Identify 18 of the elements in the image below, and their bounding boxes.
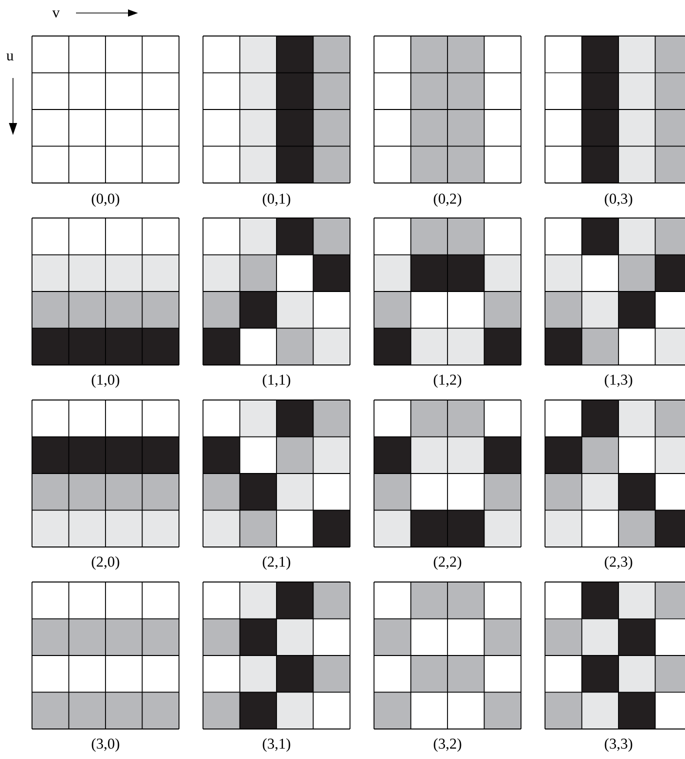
image-caption: (1,2) — [434, 374, 462, 388]
image-caption: (2,2) — [434, 556, 462, 570]
image-caption: (2,3) — [604, 556, 632, 570]
image-caption: (2,0) — [92, 556, 120, 570]
axis-label: v — [52, 10, 60, 18]
image-caption: (1,1) — [262, 374, 290, 388]
image-caption: (1,0) — [92, 374, 120, 388]
image-caption: (0,0) — [92, 193, 120, 207]
image-caption: (3,3) — [604, 738, 632, 752]
image-caption: (0,3) — [604, 193, 632, 207]
image-caption: (0,2) — [434, 193, 462, 207]
image-caption: (3,0) — [92, 738, 120, 752]
image-caption: (1,3) — [604, 374, 632, 388]
image-caption: (2,1) — [262, 556, 290, 570]
image-caption: (3,2) — [434, 738, 462, 752]
image-caption: (0,1) — [262, 193, 290, 207]
axis-label: u — [6, 53, 14, 60]
image-caption: (3,1) — [262, 738, 290, 752]
